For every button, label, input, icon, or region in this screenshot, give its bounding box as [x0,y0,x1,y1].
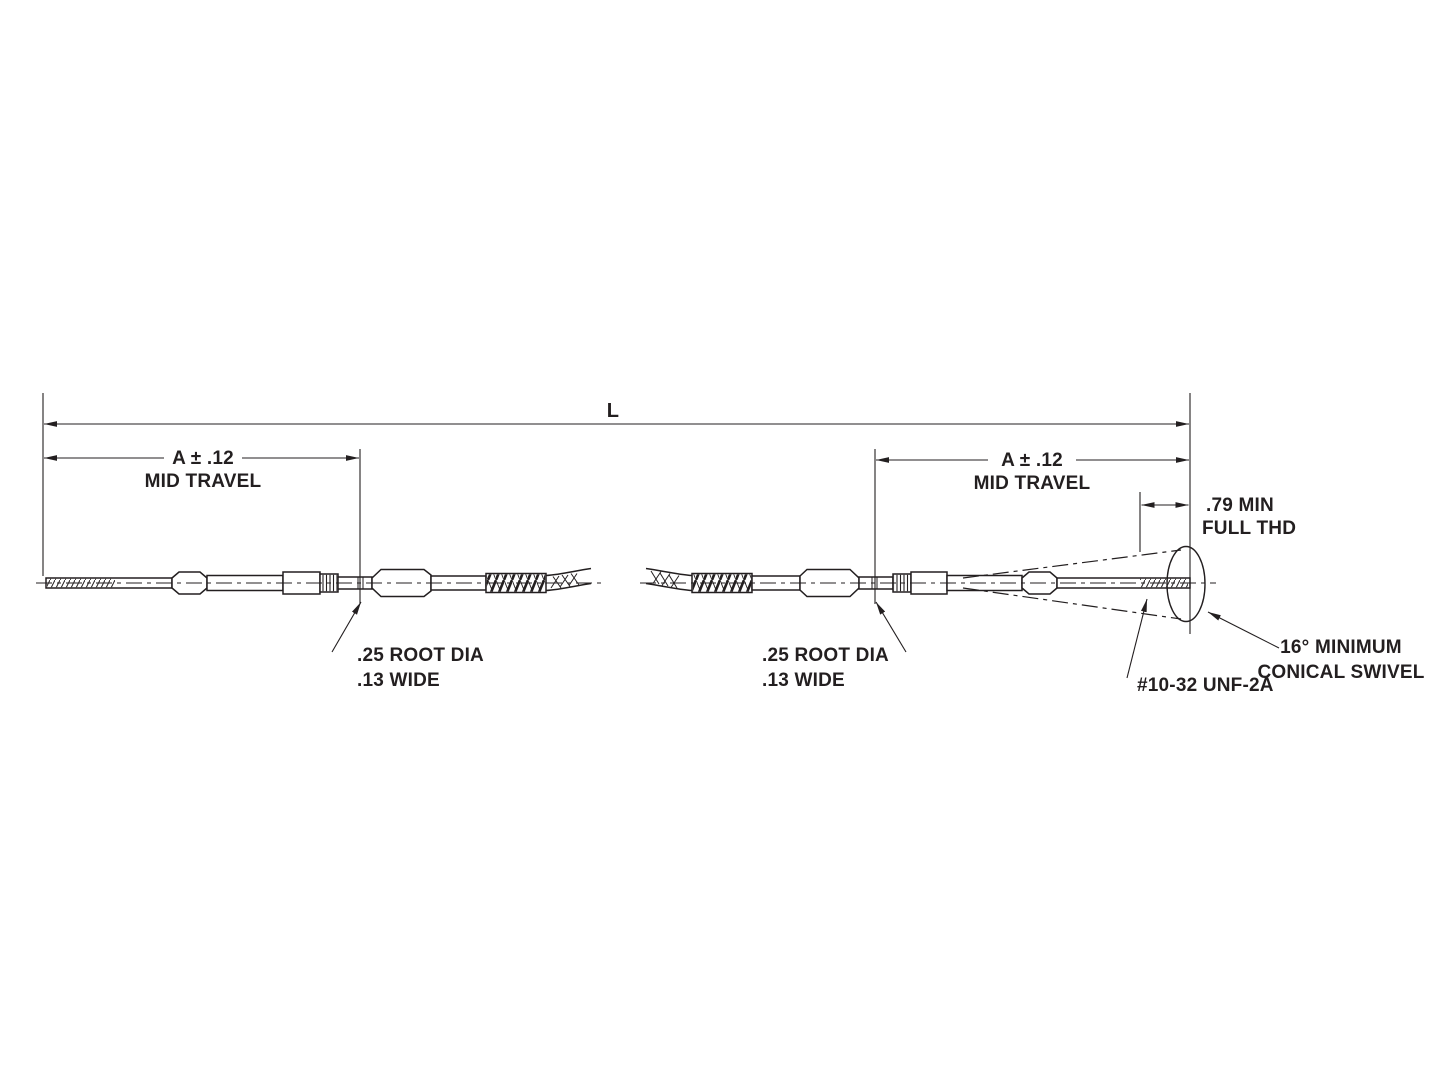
left-root-dia-line2: .13 WIDE [357,670,440,691]
swivel-cone-ellipse [1166,545,1206,623]
right-root-dia-line1: .25 ROOT DIA [762,645,889,666]
swivel-cone-upper-line [962,549,1182,579]
overall-length-dimension: L [44,400,1189,427]
swivel-note-line2: CONICAL SWIVEL [1257,662,1424,683]
left-mid-travel-caption: MID TRAVEL [145,471,262,492]
right-mid-travel-dimension: A ± .12 MID TRAVEL [876,450,1189,494]
right-mid-travel-value: A ± .12 [1001,450,1063,471]
right-root-dia-note: .25 ROOT DIA .13 WIDE [762,601,907,691]
left-cable-assembly [36,567,604,598]
right-root-dia-line2: .13 WIDE [762,670,845,691]
right-mid-travel-caption: MID TRAVEL [974,473,1091,494]
swivel-note-line1: 16° MINIMUM [1280,637,1402,658]
full-thread-line2: FULL THD [1202,518,1296,539]
left-root-dia-line1: .25 ROOT DIA [357,645,484,666]
extension-lines [42,393,1191,634]
conical-swivel-note: 16° MINIMUM CONICAL SWIVEL [1207,611,1425,683]
right-cable-tail [645,567,693,592]
left-mid-travel-value: A ± .12 [172,448,234,469]
left-mid-travel-dimension: A ± .12 MID TRAVEL [44,448,359,492]
full-thread-dimension: .79 MIN FULL THD [1141,495,1296,539]
thread-spec-label: #10-32 UNF-2A [1137,675,1274,696]
swivel-cone-lower-line [962,587,1182,620]
left-cable-tail [545,567,592,592]
full-thread-line1: .79 MIN [1206,495,1274,516]
overall-length-label: L [607,400,619,422]
left-root-dia-note: .25 ROOT DIA .13 WIDE [331,601,484,691]
right-cable-assembly [640,545,1216,623]
thread-spec-note: #10-32 UNF-2A [1126,598,1274,696]
